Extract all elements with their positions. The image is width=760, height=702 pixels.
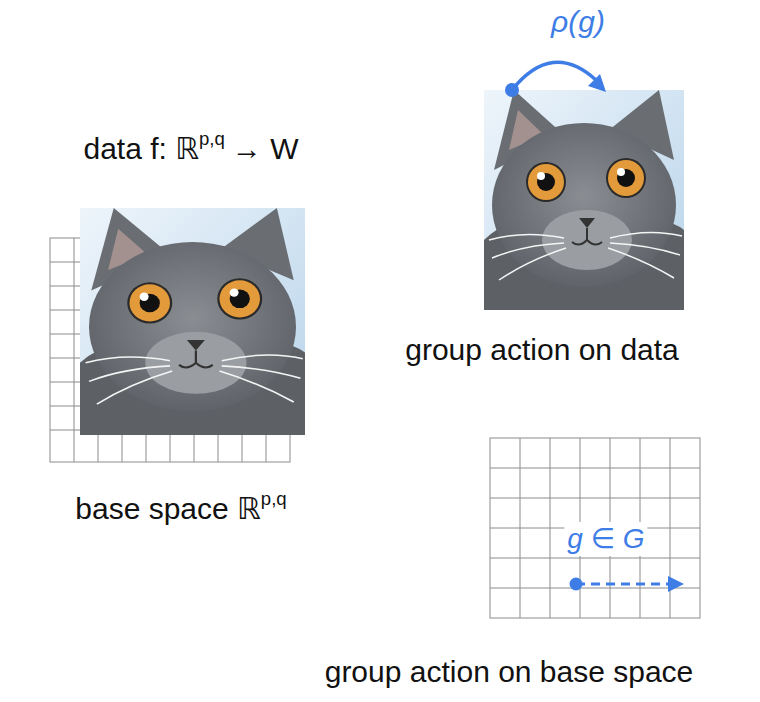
label-text: data f: ℝ	[83, 132, 199, 165]
cat-image	[80, 208, 305, 435]
action-symbol: ρ(g)	[551, 4, 605, 40]
label-text: base space ℝ	[75, 492, 261, 525]
caption-label: group action on data	[405, 332, 679, 368]
group-element-label: g ∈ G	[564, 522, 647, 556]
action-arrow	[505, 62, 606, 97]
label-text: group action on base space	[325, 655, 694, 688]
base-grid	[490, 438, 700, 618]
superscript: p,q	[199, 128, 225, 149]
label-text: g ∈ G	[567, 523, 644, 554]
caption-label: group action on base space	[325, 654, 694, 690]
superscript: p,q	[261, 488, 287, 509]
label-text: group action on data	[405, 333, 679, 366]
label-text: → W	[232, 132, 299, 165]
cat-image	[484, 90, 684, 310]
translation-arrow	[570, 576, 685, 592]
data-label: data f: ℝp,q → W	[83, 128, 298, 167]
label-text: ρ(g)	[551, 5, 605, 38]
base-space-label: base space ℝp,q	[75, 488, 292, 527]
